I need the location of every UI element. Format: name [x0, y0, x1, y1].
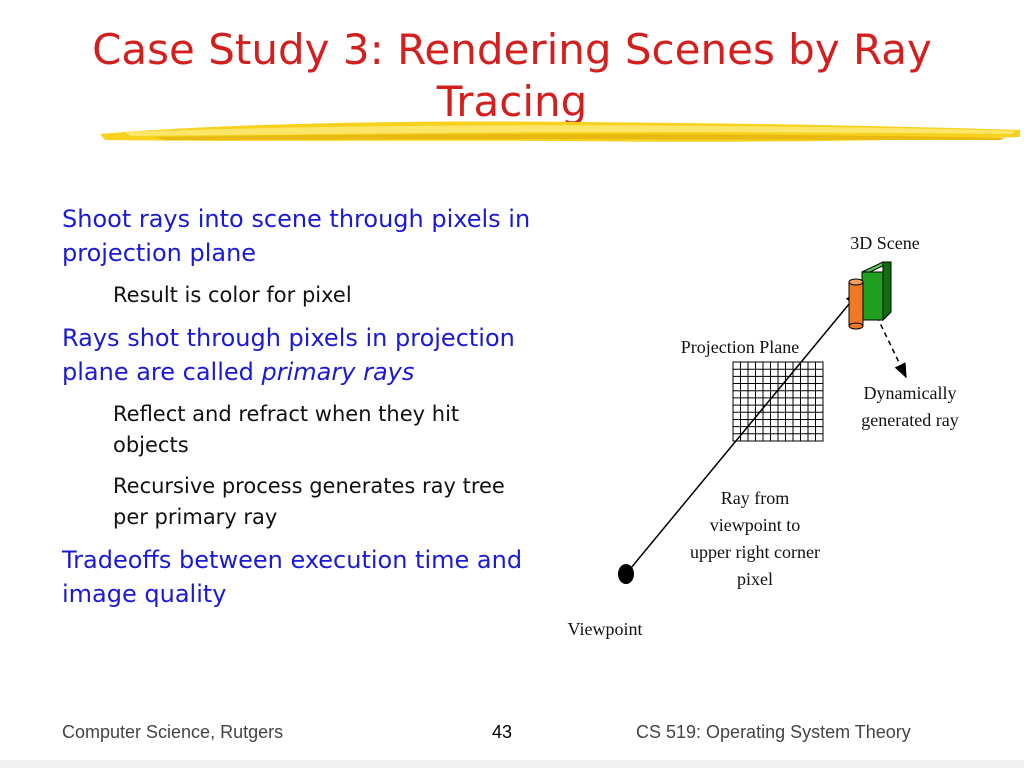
ray-tracing-diagram: 3D Scene Projection Plane Dynamically ge…	[540, 220, 1020, 660]
viewpoint-label: Viewpoint	[567, 619, 643, 639]
scene-cylinder	[848, 278, 864, 330]
primary-ray-label: Ray from viewpoint to upper right corner…	[660, 485, 850, 593]
diagram-drawing	[618, 261, 907, 584]
sub-bullet-reflect-refract: Reflect and refract when they hit object…	[113, 402, 460, 457]
dynamic-ray-dashed-line	[864, 291, 907, 379]
primary-rays-text: Rays shot through pixels in projection p…	[62, 324, 515, 386]
bullet-list: Shoot rays into scene through pixels in …	[62, 202, 532, 621]
sub-bullet-ray-tree: Recursive process generates ray tree per…	[113, 474, 505, 529]
scene-label: 3D Scene	[850, 233, 920, 253]
slide-title: Case Study 3: Rendering Scenes by Ray Tr…	[92, 25, 932, 126]
primary-ray-label-line-2: viewpoint to	[709, 515, 801, 535]
title-underline-brush	[100, 121, 1020, 142]
primary-ray-label-line-3: upper right corner	[690, 542, 820, 562]
primary-rays-term: primary rays	[261, 358, 415, 386]
sub-bullet-result-color: Result is color for pixel	[113, 283, 352, 307]
primary-ray-label-line-1: Ray from	[720, 488, 790, 508]
bottom-bar	[0, 760, 1024, 768]
footer-right: CS 519: Operating System Theory	[636, 722, 911, 742]
bullet-primary-rays: Rays shot through pixels in projection p…	[62, 321, 532, 389]
projection-plane-grid	[732, 361, 824, 442]
dynamic-ray-label-line-2: generated ray	[861, 410, 959, 430]
viewpoint-dot	[618, 564, 634, 584]
dynamic-ray-label: Dynamically generated ray	[840, 380, 980, 434]
bullet-tradeoffs: Tradeoffs between execution time and ima…	[62, 546, 523, 608]
primary-ray-label-line-4: pixel	[737, 569, 773, 589]
scene-cube	[861, 261, 892, 322]
footer-left: Computer Science, Rutgers	[62, 722, 284, 742]
dynamic-ray-label-line-1: Dynamically	[863, 383, 957, 403]
bullet-shoot-rays: Shoot rays into scene through pixels in …	[62, 205, 531, 267]
page-number: 43	[491, 722, 513, 742]
projection-plane-label: Projection Plane	[680, 337, 800, 357]
primary-ray-line	[625, 290, 860, 575]
